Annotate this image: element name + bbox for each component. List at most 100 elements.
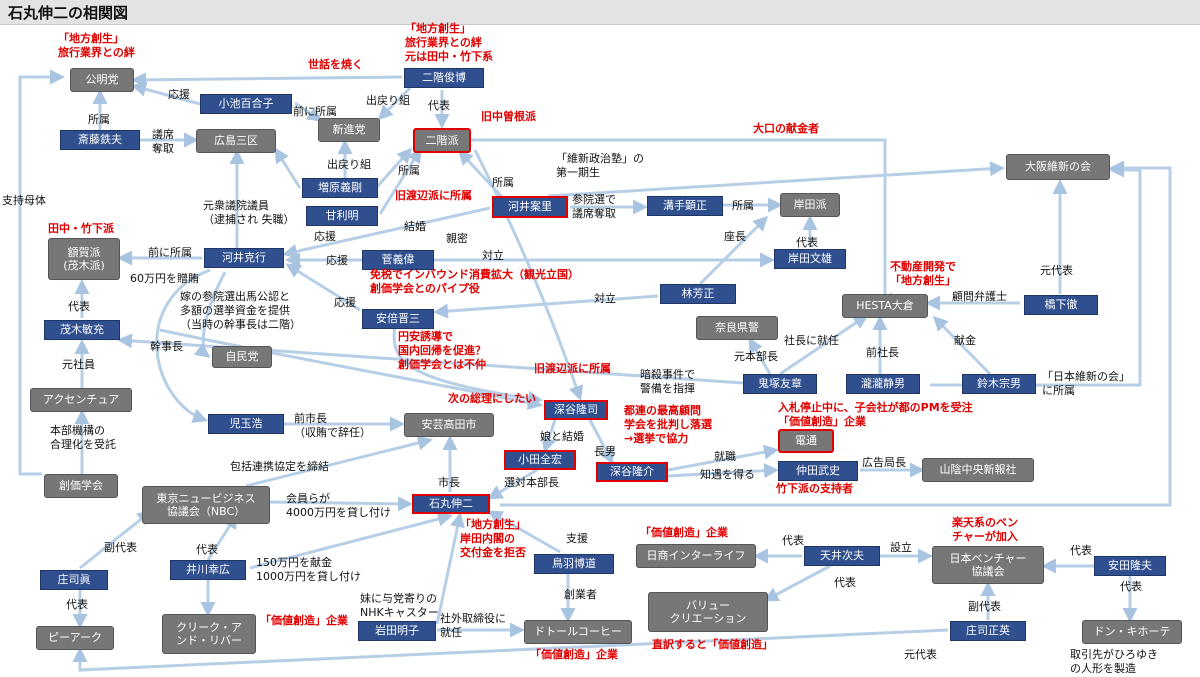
label-l3: 世話を焼く bbox=[308, 58, 363, 71]
node-shinshinto[interactable]: 新進党 bbox=[318, 118, 380, 142]
node-ikawa[interactable]: 井川幸広 bbox=[170, 560, 246, 580]
node-creek[interactable]: クリーク・ア ンド・リバー bbox=[162, 614, 256, 654]
label-l70: 代表 bbox=[1070, 544, 1092, 557]
node-iwata[interactable]: 岩田明子 bbox=[358, 621, 436, 641]
node-yasuda[interactable]: 安田隆夫 bbox=[1094, 556, 1166, 576]
node-doutor[interactable]: ドトールコーヒー bbox=[524, 620, 632, 644]
node-hesta[interactable]: HESTA大倉 bbox=[842, 294, 928, 318]
label-l66: 「価値創造」企業 bbox=[640, 526, 728, 539]
node-odazenko[interactable]: 小田全宏 bbox=[504, 450, 576, 470]
node-hiroshima3ku[interactable]: 広島三区 bbox=[196, 129, 276, 153]
label-l51: 都連の最高顧問 学会を批判し落選 →選挙で協力 bbox=[624, 404, 712, 445]
label-l63: 会員らが 4000万円を貸し付け bbox=[286, 492, 391, 519]
node-jvba[interactable]: 日本ベンチャー 協議会 bbox=[932, 546, 1044, 584]
label-l60: 市長 bbox=[438, 476, 460, 489]
node-ishimaru[interactable]: 石丸伸二 bbox=[412, 494, 490, 514]
node-hayashi[interactable]: 林芳正 bbox=[660, 284, 736, 304]
label-l22: 田中・竹下派 bbox=[48, 222, 114, 235]
node-akitakata[interactable]: 安芸高田市 bbox=[404, 413, 494, 437]
label-l58: 広告局長 bbox=[862, 456, 906, 469]
node-dentsu[interactable]: 電通 bbox=[778, 429, 834, 453]
label-l84: 元代表 bbox=[904, 648, 937, 661]
node-onizuka[interactable]: 鬼塚友章 bbox=[743, 374, 817, 394]
edge-shojimasa-peark bbox=[72, 628, 949, 672]
label-l25: 座長 bbox=[724, 230, 746, 243]
node-amari[interactable]: 甘利明 bbox=[306, 206, 378, 226]
node-motegi[interactable]: 茂木敏充 bbox=[44, 320, 120, 340]
node-value-creation[interactable]: バリュー クリエーション bbox=[648, 592, 768, 632]
node-nissho[interactable]: 日商インターライフ bbox=[636, 544, 756, 568]
edge-nikai-komeito bbox=[131, 72, 403, 88]
label-l11: 大口の献金者 bbox=[753, 122, 819, 135]
label-l32: 元代表 bbox=[1040, 264, 1073, 277]
node-kodama[interactable]: 児玉浩 bbox=[208, 414, 284, 434]
node-peark[interactable]: ピーアーク bbox=[36, 626, 114, 650]
node-suga[interactable]: 菅義偉 bbox=[362, 250, 434, 270]
node-donki[interactable]: ドン・キホーテ bbox=[1082, 620, 1182, 644]
edge-torihane-ishimaru bbox=[487, 510, 561, 554]
node-soka[interactable]: 創価学会 bbox=[44, 474, 118, 498]
node-fukaya-ryuji[interactable]: 深谷隆司 bbox=[544, 400, 608, 420]
node-nikai-ha[interactable]: 二階派 bbox=[413, 128, 471, 153]
node-nukaga-ha[interactable]: 額賀派 (茂木派) bbox=[48, 238, 120, 280]
label-l40: 社長に就任 bbox=[784, 334, 839, 347]
node-suzuki-muneo[interactable]: 鈴木宗男 bbox=[962, 374, 1036, 394]
label-l72: 代表 bbox=[196, 543, 218, 556]
node-koike-yuriko[interactable]: 小池百合子 bbox=[200, 94, 292, 114]
label-l71: 副代表 bbox=[104, 541, 137, 554]
node-torihane[interactable]: 鳥羽博道 bbox=[534, 554, 614, 574]
edge-abe-fukaya bbox=[392, 323, 543, 406]
label-l2: 「地方創生」 旅行業界との絆 元は田中・竹下系 bbox=[405, 22, 493, 63]
node-kawai-katsuyuki[interactable]: 河井克行 bbox=[204, 248, 284, 268]
label-l9: 所属 bbox=[88, 113, 110, 126]
label-l12: 出戻り組 bbox=[327, 158, 371, 171]
node-masuhara[interactable]: 増原義剛 bbox=[302, 178, 378, 198]
node-fukaya-ryusuke[interactable]: 深谷隆介 bbox=[596, 462, 668, 482]
node-kishida-fumio[interactable]: 岸田文雄 bbox=[774, 249, 846, 269]
node-nbc[interactable]: 東京ニュービジネス 協議会（NBC） bbox=[142, 486, 270, 524]
label-l17: 参院選で 議席奪取 bbox=[572, 193, 616, 220]
edge-ikawa-ishimaru bbox=[249, 511, 453, 570]
label-l45: 前社長 bbox=[866, 346, 899, 359]
label-l29: 対立 bbox=[482, 249, 504, 262]
node-osaka-ishin[interactable]: 大阪維新の会 bbox=[1006, 154, 1110, 180]
node-nara-police[interactable]: 奈良県警 bbox=[696, 316, 778, 340]
label-l28: 応援 bbox=[326, 254, 348, 267]
label-l49: 本部機構の 合理化を受託 bbox=[50, 424, 116, 451]
node-saito-tetsuo[interactable]: 斎藤鉄夫 bbox=[60, 130, 140, 150]
node-komeito[interactable]: 公明党 bbox=[70, 68, 134, 92]
label-l65: 支援 bbox=[566, 532, 588, 545]
node-sanin[interactable]: 山陰中央新報社 bbox=[922, 458, 1034, 482]
edge-ishimaru-osaka bbox=[500, 160, 1172, 507]
label-l54: 娘と結婚 bbox=[540, 430, 584, 443]
edge-iwata-ishimaru bbox=[435, 512, 465, 625]
node-nakata[interactable]: 仲田武史 bbox=[778, 461, 858, 481]
label-l10: 議席 奪取 bbox=[152, 128, 174, 155]
node-hashimoto[interactable]: 橋下徹 bbox=[1024, 295, 1098, 315]
edge-onizuka-hesta bbox=[779, 314, 869, 376]
label-l42: 元社員 bbox=[62, 358, 95, 371]
label-l78: 妹に与党寄りの NHKキャスター bbox=[360, 592, 439, 619]
node-mizote[interactable]: 溝手顕正 bbox=[647, 196, 723, 216]
node-accenture[interactable]: アクセンチュア bbox=[30, 388, 132, 412]
label-l55: 長男 bbox=[594, 445, 616, 458]
node-kishida-ha[interactable]: 岸田派 bbox=[780, 193, 840, 217]
label-l34: 嫁の参院選出馬公認と 多額の選挙資金を提供 （当時の幹事長は二階） bbox=[180, 290, 301, 331]
node-shoji-shin[interactable]: 庄司眞 bbox=[40, 570, 108, 590]
node-abe[interactable]: 安倍晋三 bbox=[362, 309, 434, 329]
node-amai[interactable]: 天井次夫 bbox=[804, 546, 880, 566]
node-kawai-anri[interactable]: 河井案里 bbox=[492, 196, 568, 218]
label-l5: 出戻り組 bbox=[366, 94, 410, 107]
label-l14: 「維新政治塾」の 第一期生 bbox=[556, 152, 644, 179]
label-l52: 入札停止中に、子会社が都のPMを受注 「価値創造」企業 bbox=[778, 401, 973, 428]
edge-motegi-fukaya bbox=[159, 328, 543, 410]
edge-fukaya-odazenko bbox=[541, 419, 557, 453]
node-nikai-toshihiro[interactable]: 二階俊博 bbox=[404, 68, 484, 88]
node-takiwa[interactable]: 瀧瀧静男 bbox=[846, 374, 920, 394]
node-shoji-masahide[interactable]: 庄司正英 bbox=[950, 621, 1026, 641]
node-jiminto[interactable]: 自民党 bbox=[212, 346, 272, 368]
label-l31: 不動産開発で 「地方創生」 bbox=[890, 260, 956, 287]
edge-odazenko-ishimaru bbox=[487, 466, 541, 500]
label-l43: 幹事長 bbox=[150, 340, 183, 353]
edge-nbc-ishimaru bbox=[269, 496, 413, 512]
